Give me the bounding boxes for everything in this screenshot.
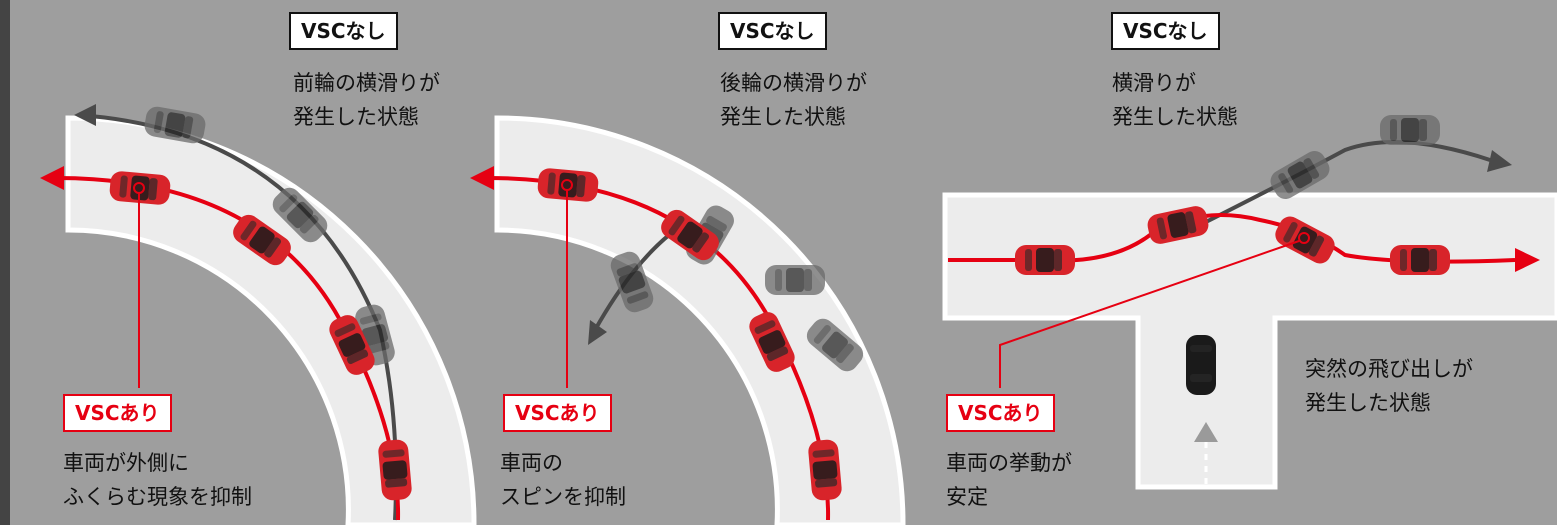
car-icon (1390, 245, 1450, 275)
car-icon (1015, 245, 1075, 275)
pointer-dot (1298, 232, 1310, 244)
description-line: スピンを抑制 (500, 485, 626, 509)
car-icon (1380, 115, 1440, 145)
panel-3 (942, 115, 1557, 490)
vsc-on-description: 車両の スピンを抑制 (500, 446, 626, 514)
car-icon (377, 438, 413, 502)
vsc-on-description: 車両の挙動が 安定 (946, 446, 1072, 514)
left-edge-bar (0, 0, 10, 525)
description-line: 突然の飛び出しが (1305, 357, 1473, 381)
arrowhead-icon (470, 166, 494, 190)
description-line: 発生した状態 (1112, 105, 1238, 129)
description-line: 安定 (946, 485, 988, 509)
description-line: 発生した状態 (720, 105, 846, 129)
road-curve-1 (65, 115, 477, 525)
arrowhead-icon (588, 320, 607, 345)
car-icon (1186, 335, 1216, 395)
event-description: 突然の飛び出しが 発生した状態 (1305, 352, 1473, 420)
description-line: 車両が外側に (63, 451, 189, 475)
panel-1 (40, 104, 477, 525)
arrowhead-icon (1515, 248, 1540, 272)
description-line: 横滑りが (1112, 71, 1196, 95)
description-line: 発生した状態 (1305, 391, 1431, 415)
description-line: 後輪の横滑りが (720, 71, 867, 95)
vsc-off-path-3 (1189, 140, 1491, 232)
vsc-off-tag: VSCなし (289, 12, 398, 50)
road-junction (942, 192, 1557, 490)
vsc-on-description: 車両が外側に ふくらむ現象を抑制 (63, 446, 252, 514)
arrowhead-icon (1194, 422, 1218, 442)
vsc-off-tag: VSCなし (1111, 12, 1220, 50)
description-line: 車両の挙動が (946, 451, 1072, 475)
vsc-off-description: 横滑りが 発生した状態 (1112, 66, 1238, 134)
pointer-line (999, 240, 1300, 388)
car-icon (765, 265, 825, 295)
arrowhead-icon (40, 166, 64, 190)
description-line: ふくらむ現象を抑制 (63, 485, 252, 509)
description-line: 車両の (500, 451, 563, 475)
vsc-on-tag: VSCあり (63, 394, 172, 432)
vsc-off-tag: VSCなし (718, 12, 827, 50)
panel-2 (470, 115, 906, 525)
description-line: 前輪の横滑りが (293, 71, 440, 95)
vsc-on-tag: VSCあり (503, 394, 612, 432)
vsc-off-description: 前輪の横滑りが 発生した状態 (293, 66, 440, 134)
car-icon (807, 438, 843, 502)
arrowhead-icon (74, 104, 96, 126)
description-line: 発生した状態 (293, 105, 419, 129)
vsc-on-tag: VSCあり (946, 394, 1055, 432)
vsc-off-description: 後輪の横滑りが 発生した状態 (720, 66, 867, 134)
arrowhead-icon (1487, 150, 1512, 172)
